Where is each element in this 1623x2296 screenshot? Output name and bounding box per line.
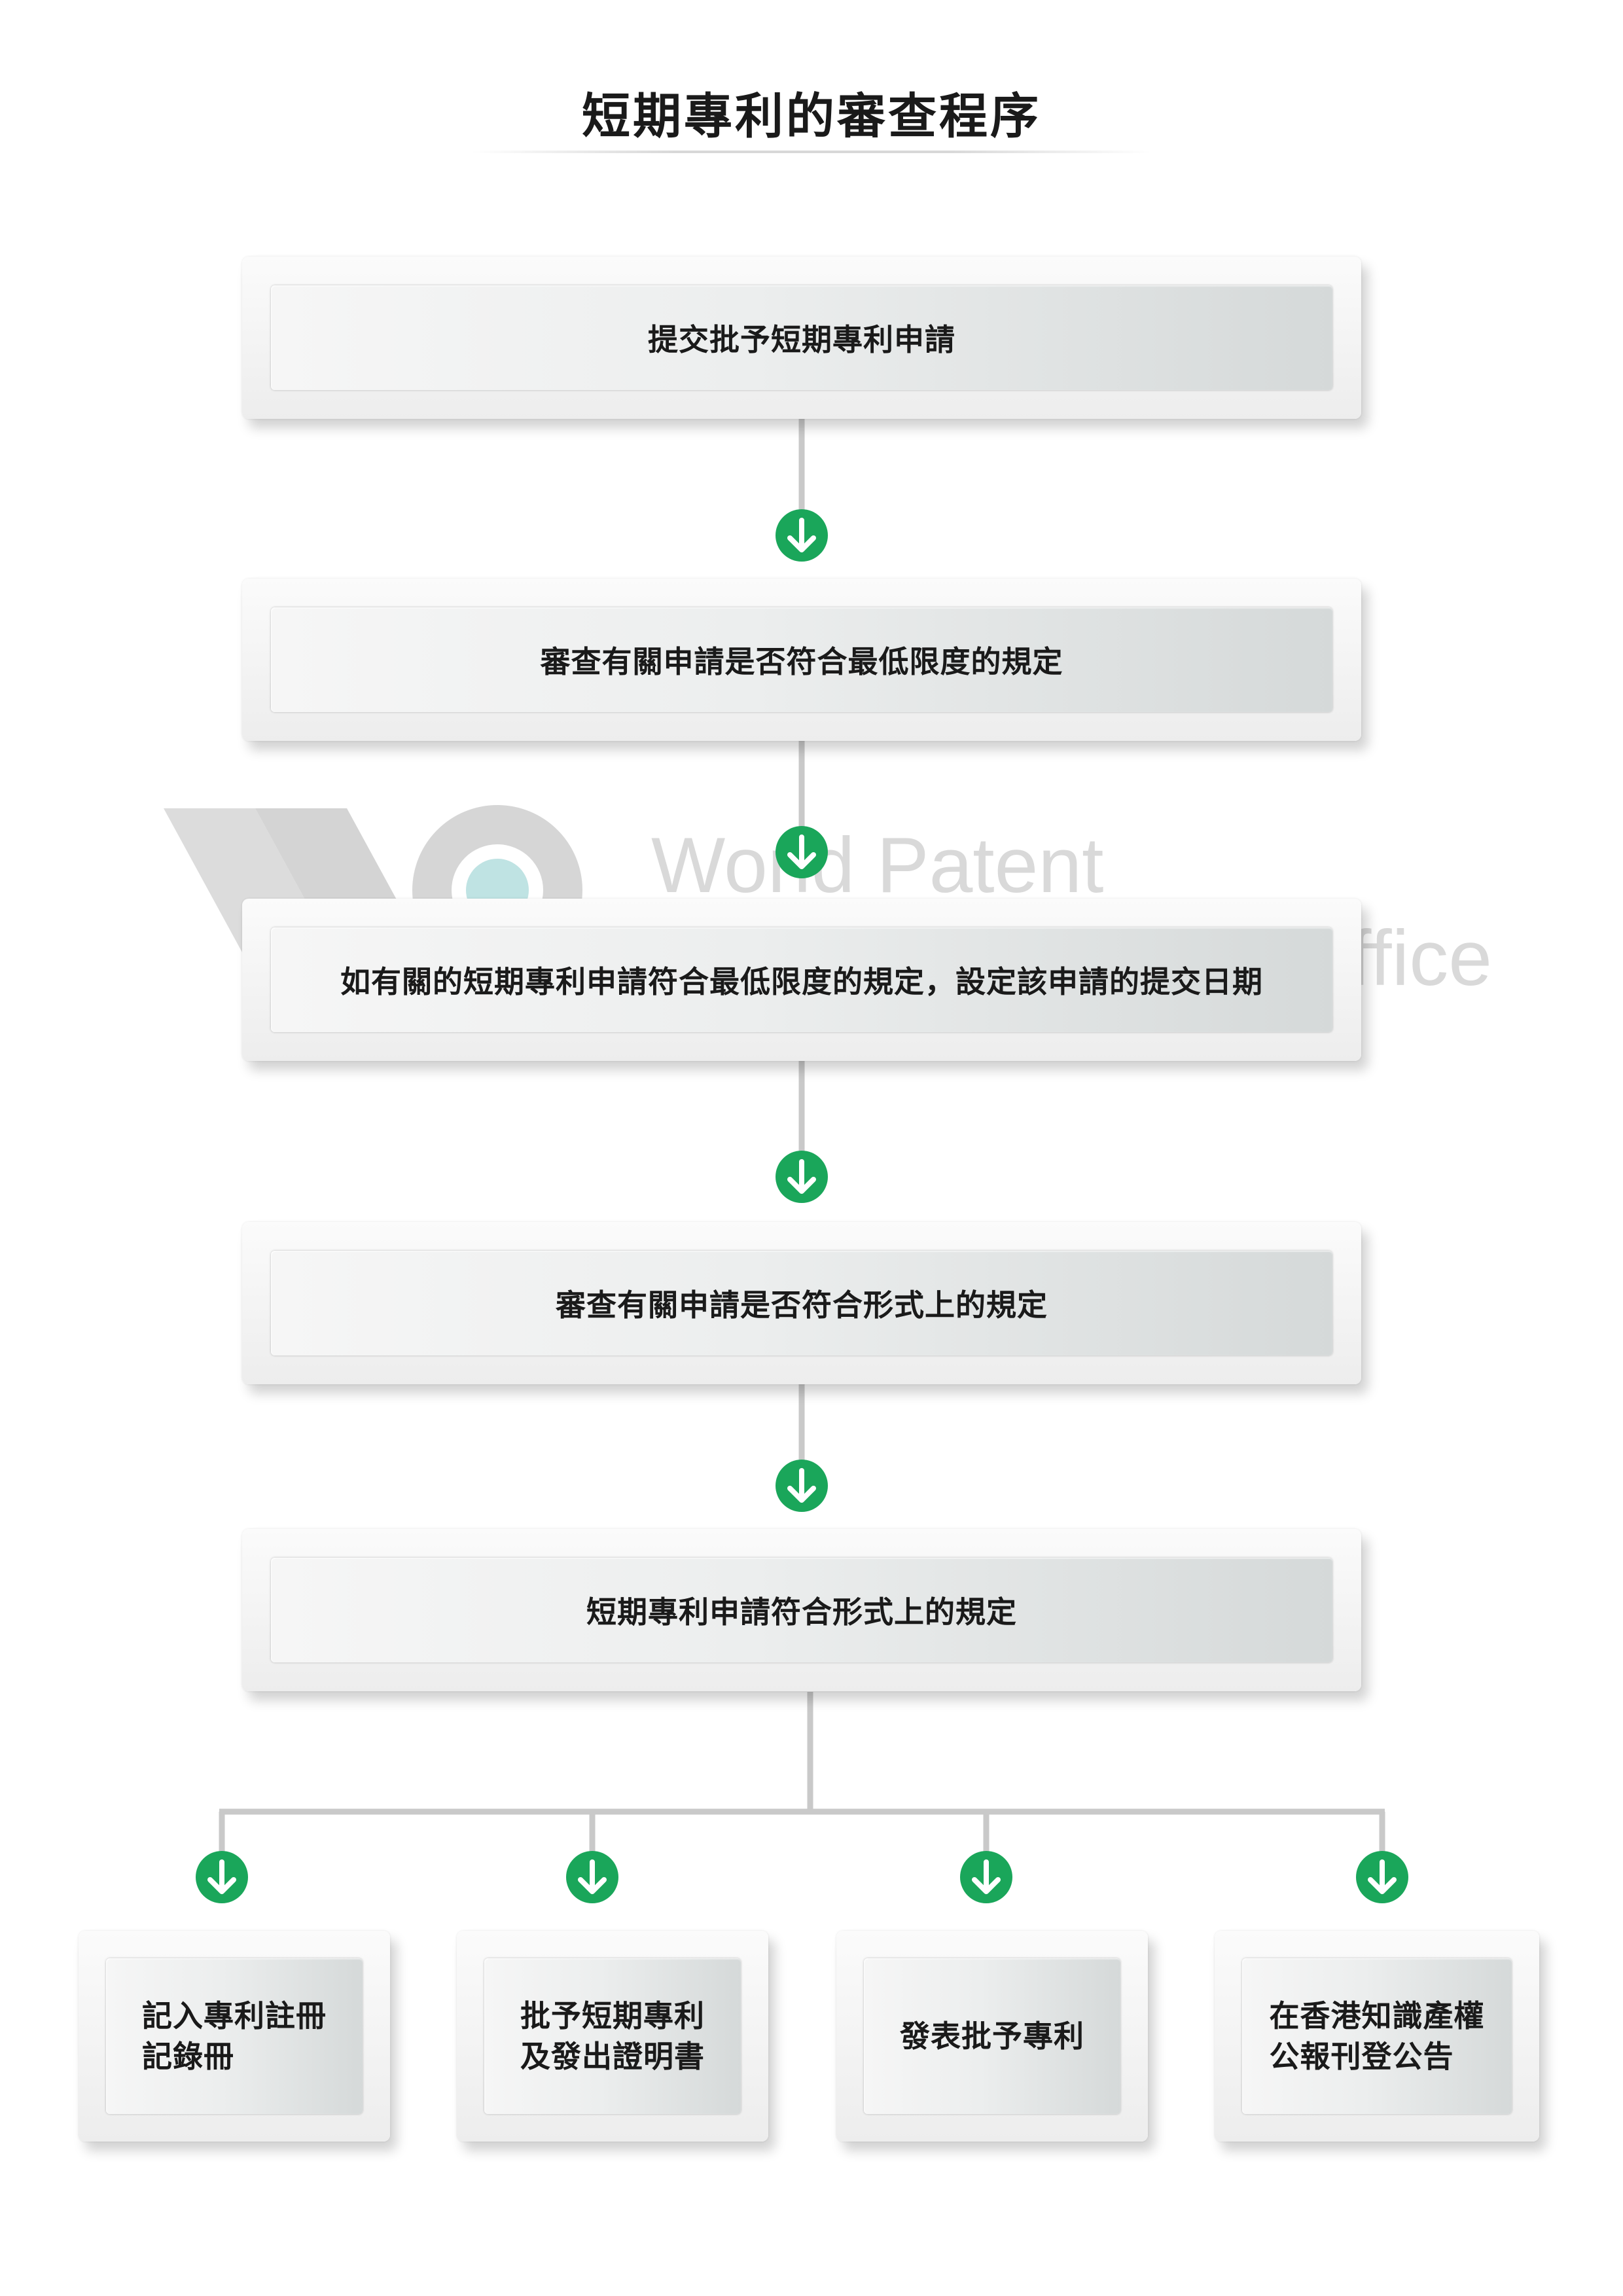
outcome-label-3: 發表批予專利 (900, 2018, 1084, 2054)
arrow-icon-4 (776, 1460, 828, 1512)
step-box-5: 短期專利申請符合形式上的規定 (242, 1529, 1361, 1691)
page-title: 短期專利的審查程序 (582, 88, 1041, 145)
outcome-box-4: 在香港知識產權 公報刊登公告 (1215, 1931, 1539, 2142)
outcome-box-3: 發表批予專利 (836, 1931, 1148, 2142)
arrow-icon-5 (196, 1851, 248, 1903)
step-label-1: 提交批予短期專利申請 (271, 285, 1332, 390)
step-box-1: 提交批予短期專利申請 (242, 257, 1361, 419)
outcome-label-1: 記入專利註冊 記錄冊 (142, 1998, 327, 2074)
outcome-box-1: 記入專利註冊 記錄冊 (79, 1931, 390, 2142)
title-underline (471, 151, 1152, 153)
outcome-label-4: 在香港知識產權 公報刊登公告 (1269, 1998, 1485, 2074)
arrow-icon-3 (776, 1151, 828, 1203)
arrow-icon-1 (776, 509, 828, 562)
watermark-text-line1: World Patent (651, 821, 1104, 909)
step-label-3: 如有關的短期專利申請符合最低限度的規定，設定該申請的提交日期 (271, 927, 1332, 1032)
step-label-4: 審查有關申請是否符合形式上的規定 (271, 1251, 1332, 1355)
step-label-5: 短期專利申請符合形式上的規定 (271, 1558, 1332, 1662)
outcome-box-2: 批予短期專利 及發出證明書 (457, 1931, 768, 2142)
arrow-icon-6 (566, 1851, 618, 1903)
arrow-icon-2 (776, 826, 828, 878)
arrow-icon-8 (1356, 1851, 1408, 1903)
step-box-2: 審查有關申請是否符合最低限度的規定 (242, 579, 1361, 741)
outcome-label-2: 批予短期專利 及發出證明書 (520, 1998, 705, 2074)
step-label-2: 審查有關申請是否符合最低限度的規定 (271, 607, 1332, 712)
arrow-icon-7 (960, 1851, 1012, 1903)
step-box-3: 如有關的短期專利申請符合最低限度的規定，設定該申請的提交日期 (242, 899, 1361, 1061)
step-box-4: 審查有關申請是否符合形式上的規定 (242, 1222, 1361, 1384)
